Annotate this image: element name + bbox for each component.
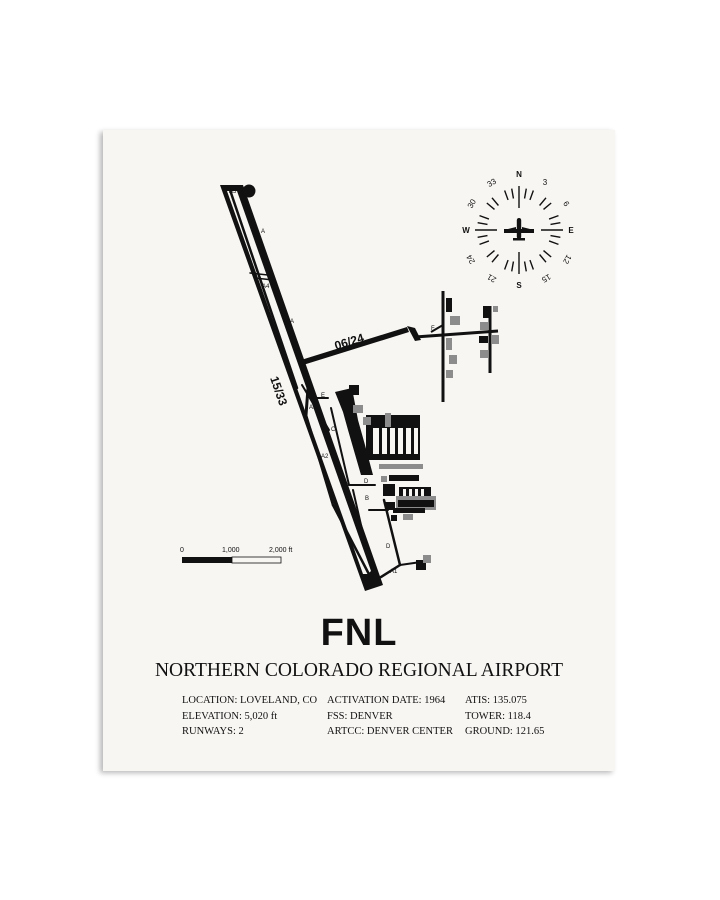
compass-tick (548, 240, 559, 246)
taxiway-label-a5: A5 (229, 189, 237, 195)
compass-tick (477, 222, 488, 226)
info-column-2: ACTIVATION DATE: 1964 FSS: DENVER ARTCC:… (327, 693, 453, 740)
info-location: LOCATION: LOVELAND, CO (182, 695, 318, 706)
runway-06-24 (301, 291, 499, 402)
compass-24: 24 (464, 253, 477, 266)
taxiway-label-a3: A3 (309, 405, 317, 411)
compass-tick (543, 250, 552, 258)
taxiway-label-c: C (331, 427, 336, 433)
compass-w: W (462, 226, 470, 235)
scale-label-0: 0 (180, 547, 184, 554)
compass-e: E (568, 226, 574, 235)
terminal-apron (335, 385, 436, 570)
compass-s: S (516, 281, 522, 290)
scale-label-2000: 2,000 ft (269, 547, 292, 554)
compass-tick (479, 214, 490, 220)
taxiway-label-a1-left: A1 (367, 576, 375, 582)
compass-tick (503, 190, 509, 201)
taxiway-label-a-mid: A (290, 319, 294, 325)
compass-21: 21 (485, 272, 498, 285)
info-ground: GROUND: 121.65 (465, 726, 545, 737)
taxiway-label-a1-right: A1 (390, 569, 398, 575)
compass-ticks (475, 186, 563, 274)
compass-tick (550, 222, 561, 226)
compass-tick (529, 190, 535, 201)
compass-tick (477, 234, 488, 238)
taxiway-label-a4: A4 (262, 284, 270, 290)
airport-diagram: 15/33 06/24 A5 A A4 A E A3 C A2 D B D A1… (180, 170, 574, 591)
compass-tick (486, 250, 495, 258)
info-tower: TOWER: 118.4 (465, 710, 531, 722)
compass-tick (550, 234, 561, 238)
compass-30: 30 (466, 197, 479, 210)
compass-tick (539, 197, 547, 206)
info-atis: ATIS: 135.075 (465, 695, 527, 706)
compass-15: 15 (540, 272, 553, 285)
compass-tick (511, 188, 515, 199)
compass-33: 33 (486, 176, 499, 189)
taxiway-a (228, 187, 422, 584)
compass-tick (523, 188, 527, 199)
compass-3: 3 (543, 178, 548, 187)
info-fss: FSS: DENVER (327, 710, 393, 722)
info-elevation: ELEVATION: 5,020 ft (182, 710, 278, 722)
taxiway-label-e: E (321, 393, 325, 399)
runway-label-15-33: 15/33 (267, 374, 290, 407)
taxiway-label-d-upper: D (364, 479, 369, 485)
compass-tick (491, 197, 499, 206)
taxiway-label-a-upper: A (261, 229, 265, 235)
taxiway-label-f: F (431, 326, 435, 332)
compass-tick (479, 240, 490, 246)
compass-tick (543, 202, 552, 210)
east-buildings (446, 298, 499, 378)
airport-code: FNL (320, 612, 398, 654)
info-column-1: LOCATION: LOVELAND, CO ELEVATION: 5,020 … (182, 693, 317, 740)
compass-tick (529, 259, 535, 270)
taxiway-label-d-lower: D (386, 544, 391, 550)
info-column-3: ATIS: 135.075 TOWER: 118.4 GROUND: 121.6… (465, 693, 544, 740)
compass-n: N (516, 170, 522, 179)
compass-tick (548, 214, 559, 220)
compass-tick (539, 254, 547, 263)
taxiway-label-b: B (365, 496, 369, 502)
scale-label-1000: 1,000 (222, 547, 240, 554)
compass-tick (503, 259, 509, 270)
compass-rose: N E S W 3 6 12 15 21 24 30 33 (462, 170, 574, 290)
compass-tick (486, 202, 495, 210)
compass-tick (523, 261, 527, 272)
taxiway-label-a2: A2 (321, 454, 329, 460)
airport-name: NORTHERN COLORADO REGIONAL AIRPORT (154, 660, 564, 681)
compass-tick (511, 261, 515, 272)
scale-bar: 0 1,000 2,000 ft (180, 547, 292, 564)
compass-tick (491, 254, 499, 263)
compass-6: 6 (561, 200, 571, 209)
info-activation-date: ACTIVATION DATE: 1964 (327, 695, 446, 706)
airplane-icon (504, 218, 534, 241)
compass-12: 12 (561, 253, 574, 266)
airport-poster: 15/33 06/24 A5 A A4 A E A3 C A2 D B D A1… (103, 130, 615, 771)
info-artcc: ARTCC: DENVER CENTER (327, 726, 453, 737)
info-runways: RUNWAYS: 2 (182, 726, 244, 737)
